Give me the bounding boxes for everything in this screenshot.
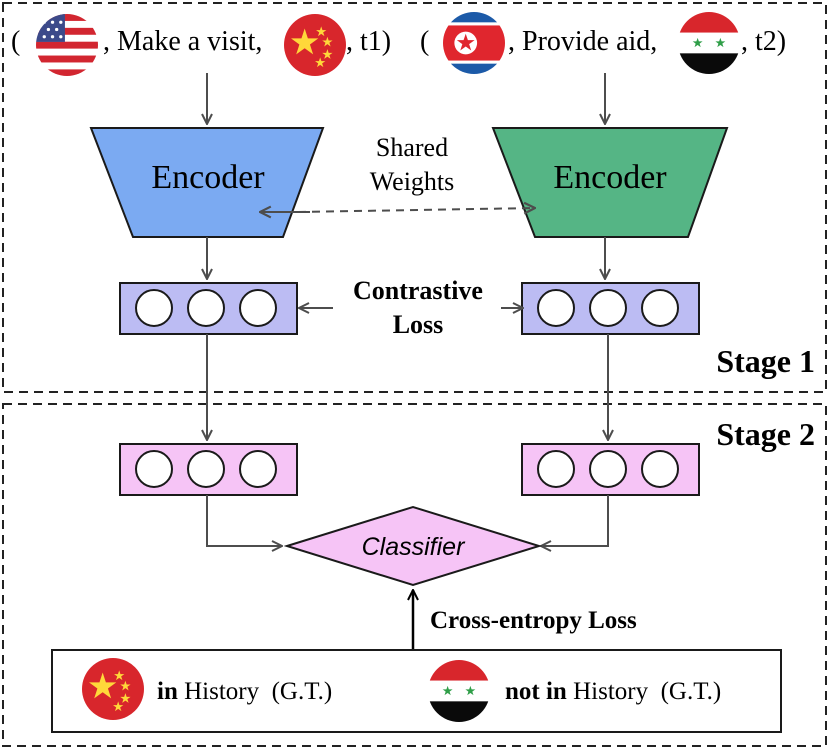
stage1-label: Stage 1: [716, 343, 815, 379]
shared-weights-link: [297, 208, 535, 212]
contrastive-loss-label-line2: Loss: [393, 310, 444, 339]
stage1-box: [2, 2, 827, 393]
left-stage2-embedding: [119, 443, 298, 496]
classifier-label: Classifier: [362, 533, 466, 561]
left-input-quadruple: ( , Make a visit, , t1): [11, 14, 391, 76]
left-classifier-arrow: [206, 495, 282, 546]
right-stage2-embedding: [521, 443, 700, 496]
shared-weights-label-line2: Weights: [370, 167, 455, 196]
syria-flag-icon: [428, 660, 490, 722]
right-stage1-embedding: [521, 282, 700, 335]
cross-entropy-loss-label: Cross-entropy Loss: [430, 607, 637, 634]
not-in-history-label: not in History (G.T.): [505, 678, 721, 705]
right-input-relation: , Provide aid,: [508, 26, 657, 57]
in-history-label: in History (G.T.): [157, 678, 332, 705]
right-classifier-arrow: [541, 495, 609, 546]
stage2-label: Stage 2: [716, 416, 815, 452]
right-input-open-paren: (: [420, 26, 429, 57]
usa-flag-icon: [36, 14, 98, 76]
stage2-box: [2, 403, 827, 747]
left-encoder-label: Encoder: [151, 159, 265, 196]
shared-weights-label-line1: Shared: [376, 133, 448, 162]
right-encoder-label: Encoder: [553, 159, 667, 196]
right-input-time: , t2): [741, 26, 786, 57]
contrastive-loss-label-line1: Contrastive: [353, 276, 483, 305]
right-encoder: [491, 127, 729, 238]
left-input-relation: , Make a visit,: [103, 26, 262, 57]
china-flag-icon: [284, 14, 346, 76]
classifier-node: [283, 505, 543, 587]
left-stage1-embedding: [119, 282, 298, 335]
china-flag-icon: [82, 658, 144, 720]
syria-flag-icon: [678, 12, 740, 74]
north-korea-flag-icon: [443, 12, 505, 74]
left-input-open-paren: (: [11, 26, 20, 57]
ground-truth-box: [51, 649, 782, 733]
left-input-time: , t1): [346, 26, 391, 57]
right-input-quadruple: ( , Provide aid, , t2): [420, 12, 786, 74]
